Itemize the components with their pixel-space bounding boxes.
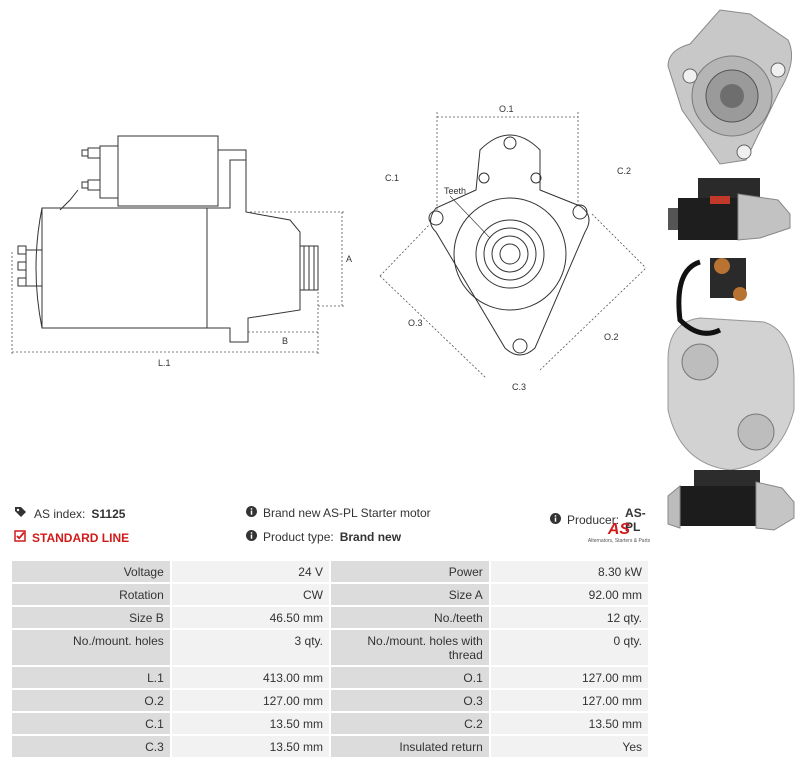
dimension-label-c2: C.2 [617,166,631,176]
spec-key: Size B [10,605,172,630]
spec-key: L.1 [10,665,172,690]
info-icon [550,513,561,527]
logo-mark: AS [607,521,631,538]
description-text: Brand new AS-PL Starter motor [263,506,431,520]
dimension-label-b: B [282,336,288,346]
spec-key: No./teeth [328,605,491,630]
as-index-value: S1125 [91,506,126,521]
dimension-label-a: A [346,254,352,264]
side-view-drawing [17,135,319,343]
spec-value: 3 qty. [169,628,331,667]
spec-value: CW [169,582,331,607]
dimension-label-c3: C.3 [512,382,526,392]
photo-rear-view [667,258,795,471]
spec-value: 413.00 mm [169,665,331,690]
spec-value: 13.50 mm [169,734,331,759]
spec-key: No./mount. holes with thread [328,628,491,667]
checkbox-icon [14,530,26,545]
as-index: AS index: S1125 [14,506,125,521]
spec-value: 127.00 mm [488,665,651,690]
spec-key: C.2 [328,711,491,736]
dimension-label-o2: O.2 [604,332,619,342]
spec-value: 46.50 mm [169,605,331,630]
product-photos [667,9,795,531]
product-type-value: Brand new [339,530,402,544]
spec-value: 0 qty. [488,628,651,667]
spec-key: Rotation [10,582,172,607]
spec-key: C.1 [10,711,172,736]
dimension-label-l1: L.1 [158,358,171,368]
product-type: Product type: Brand new [246,530,401,544]
product-line: STANDARD LINE [14,530,129,545]
table-row: L.1 413.00 mm O.1 127.00 mm [10,665,651,690]
spec-value: 92.00 mm [488,582,651,607]
technical-drawing: A B L.1 O.1 O.2 O.3 C.1 C.2 C.3 Teeth [11,104,647,392]
tags-icon [14,506,28,521]
product-info-header: AS index: S1125 Brand new AS-PL Starter … [10,500,650,555]
info-icon [246,530,257,544]
table-row: Size B 46.50 mm No./teeth 12 qty. [10,605,651,630]
dimension-label-o1: O.1 [499,104,514,114]
spec-value: 13.50 mm [169,711,331,736]
photo-front-flange [667,9,793,165]
spec-key: O.2 [10,688,172,713]
table-row: No./mount. holes 3 qty. No./mount. holes… [10,628,651,667]
spec-key: Size A [328,582,491,607]
table-row: Rotation CW Size A 92.00 mm [10,582,651,607]
spec-key: Power [328,559,491,584]
info-icon [246,506,257,520]
dimension-label-o3: O.3 [408,318,423,328]
product-type-label: Product type: [263,530,334,544]
spec-value: 13.50 mm [488,711,651,736]
producer: Producer: AS-PL [550,506,650,534]
as-pl-logo: AS Alternators, Starters & Parts [586,521,652,545]
teeth-label: Teeth [444,186,466,196]
table-row: C.3 13.50 mm Insulated return Yes [10,734,651,759]
spec-value: 8.30 kW [488,559,651,584]
spec-key: Voltage [10,559,172,584]
table-row: Voltage 24 V Power 8.30 kW [10,559,651,584]
as-index-label: AS index: [34,506,86,521]
photo-side-view [668,178,791,241]
producer-value: AS-PL [625,506,646,534]
description: Brand new AS-PL Starter motor [246,506,431,520]
producer-label: Producer: [567,513,620,527]
spec-value: 12 qty. [488,605,651,630]
photo-angled-view [667,470,795,531]
spec-value: 127.00 mm [488,688,651,713]
spec-key: O.1 [328,665,491,690]
table-row: C.1 13.50 mm C.2 13.50 mm [10,711,651,736]
spec-value: Yes [488,734,651,759]
spec-value: 24 V [169,559,331,584]
spec-key: No./mount. holes [10,628,172,667]
line-label: STANDARD LINE [32,530,130,545]
specification-table: Voltage 24 V Power 8.30 kW Rotation CW S… [10,559,651,759]
spec-key: Insulated return [328,734,491,759]
spec-key: C.3 [10,734,172,759]
front-view-drawing [428,134,590,356]
logo-tagline: Alternators, Starters & Parts [587,538,651,544]
dimension-label-c1: C.1 [385,173,399,183]
spec-value: 127.00 mm [169,688,331,713]
table-row: O.2 127.00 mm O.3 127.00 mm [10,688,651,713]
spec-key: O.3 [328,688,491,713]
